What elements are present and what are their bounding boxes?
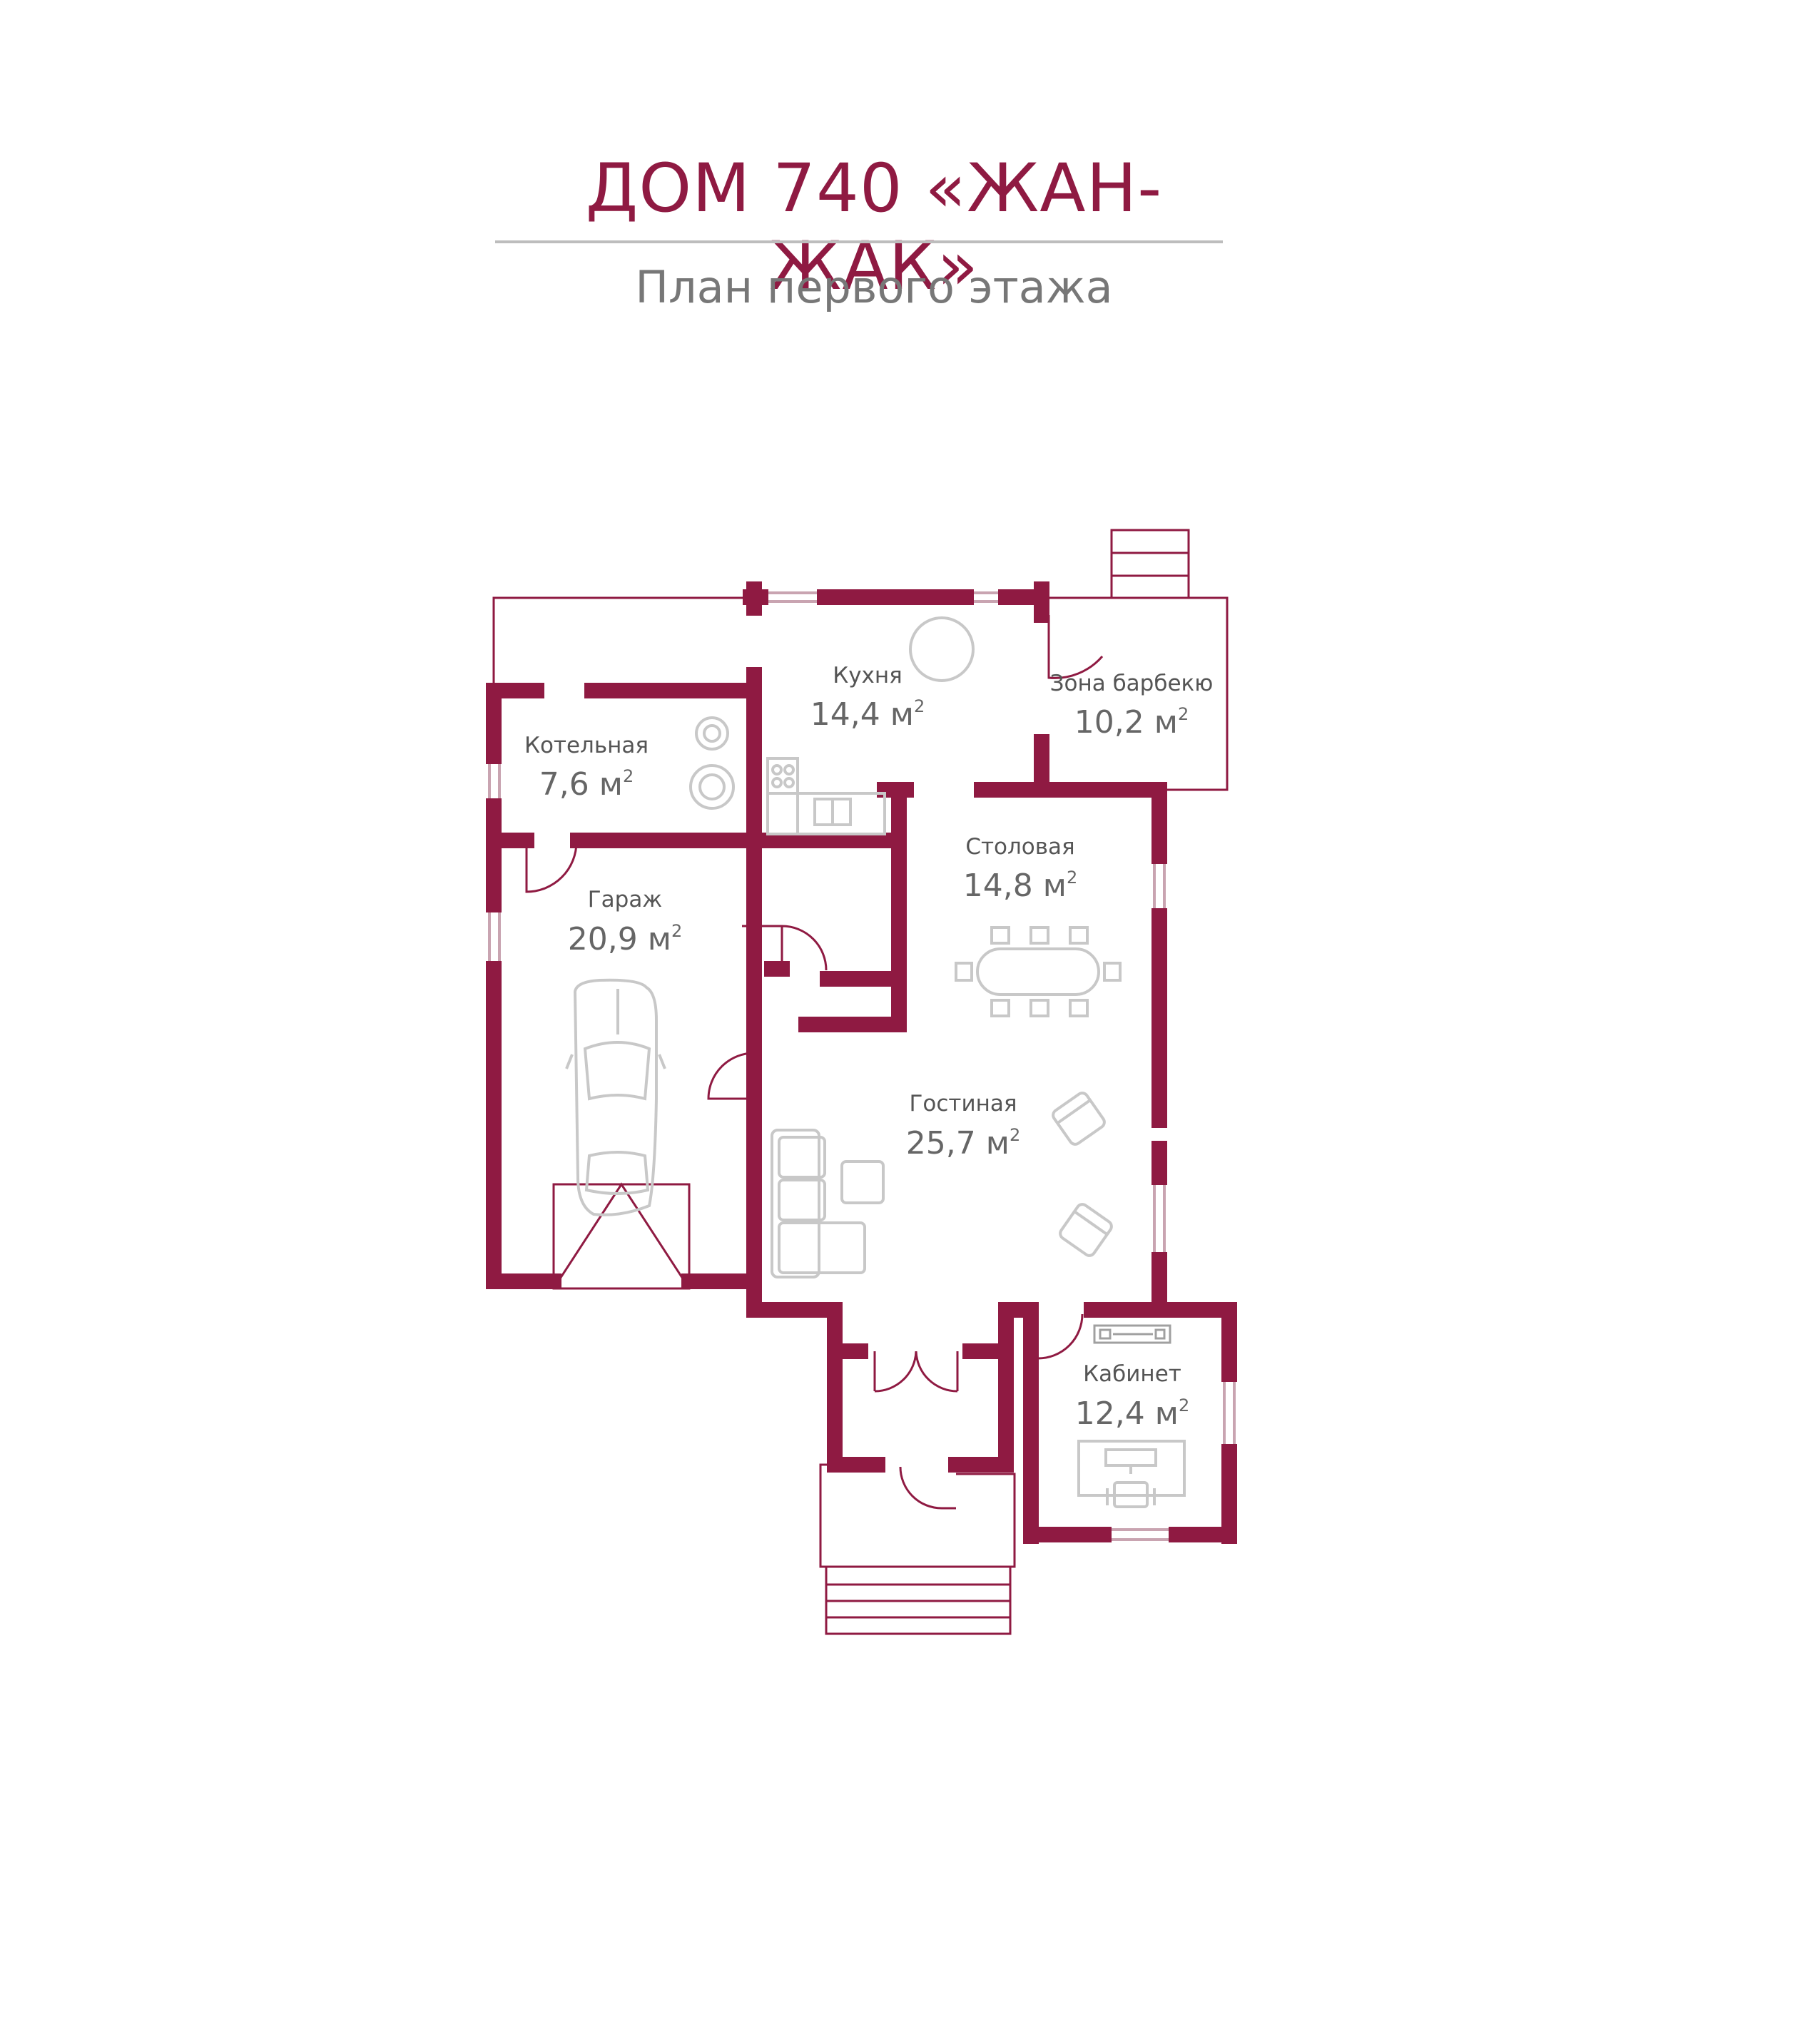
door-swing-icon [742,925,828,971]
window-boiler-west [488,756,501,806]
terrace-outlines [492,529,1229,1635]
window-garage-west [488,905,501,969]
door-swing-icon [1037,1313,1084,1360]
window-living-east [1153,1177,1166,1260]
armchair-icon [1052,1092,1106,1146]
room-name-garage: Гараж [588,887,663,912]
room-name-kitchen: Кухня [833,663,903,688]
garage-door-frame [552,1183,691,1290]
room-name-boiler: Котельная [524,733,649,758]
kitchen-counter [766,792,886,835]
armchair-icon [1059,1203,1113,1257]
stove-icon [766,757,799,835]
title-divider [495,240,1223,243]
room-labels: Кухня 14,4 м2 Зона барбекю 10,2 м2 Котел… [524,663,1213,1432]
window-office-south [1104,1528,1176,1541]
garage-door-lines [552,1182,691,1289]
bbq-stairs-outline [1110,529,1190,599]
room-area-living: 25,7 м2 [906,1125,1020,1161]
furniture [565,616,1186,1508]
room-area-boiler: 7,6 м2 [539,766,634,803]
boiler-icon [689,716,735,810]
kitchen-round-table [909,616,975,682]
room-name-bbq: Зона барбекю [1050,671,1214,696]
room-name-living: Гостиная [909,1091,1017,1117]
window-kitchen-north-1 [761,591,825,603]
doors [525,615,1104,1510]
room-area-dining: 14,8 м2 [963,868,1077,904]
door-swing-icon [707,1052,755,1100]
plan-subtitle: План первого этажа [635,261,1113,313]
door-swing-icon [1047,615,1104,679]
room-area-bbq: 10,2 м2 [1074,704,1189,741]
room-name-dining: Столовая [965,834,1074,860]
walls [486,581,1237,1544]
room-area-garage: 20,9 м2 [568,921,682,957]
room-area-office: 12,4 м2 [1075,1395,1189,1432]
porch-outline [819,1463,1016,1568]
door-swing-icon [525,841,578,893]
window-dining-east [1153,856,1166,916]
dining-table-icon [955,926,1122,1017]
desk-icon [1077,1440,1186,1508]
window-office-east [1223,1374,1236,1452]
car-icon [565,978,666,1216]
garage-canopy-outline [492,596,751,686]
door-swing-icon [873,1351,959,1393]
room-area-kitchen: 14,4 м2 [810,696,925,733]
sofa-icon [771,1129,866,1278]
coffee-table [840,1160,885,1204]
cabinet-icon [1093,1324,1171,1344]
sink-icon [813,798,852,826]
room-name-office: Кабинет [1083,1361,1181,1387]
door-swing-icon [899,1466,956,1510]
